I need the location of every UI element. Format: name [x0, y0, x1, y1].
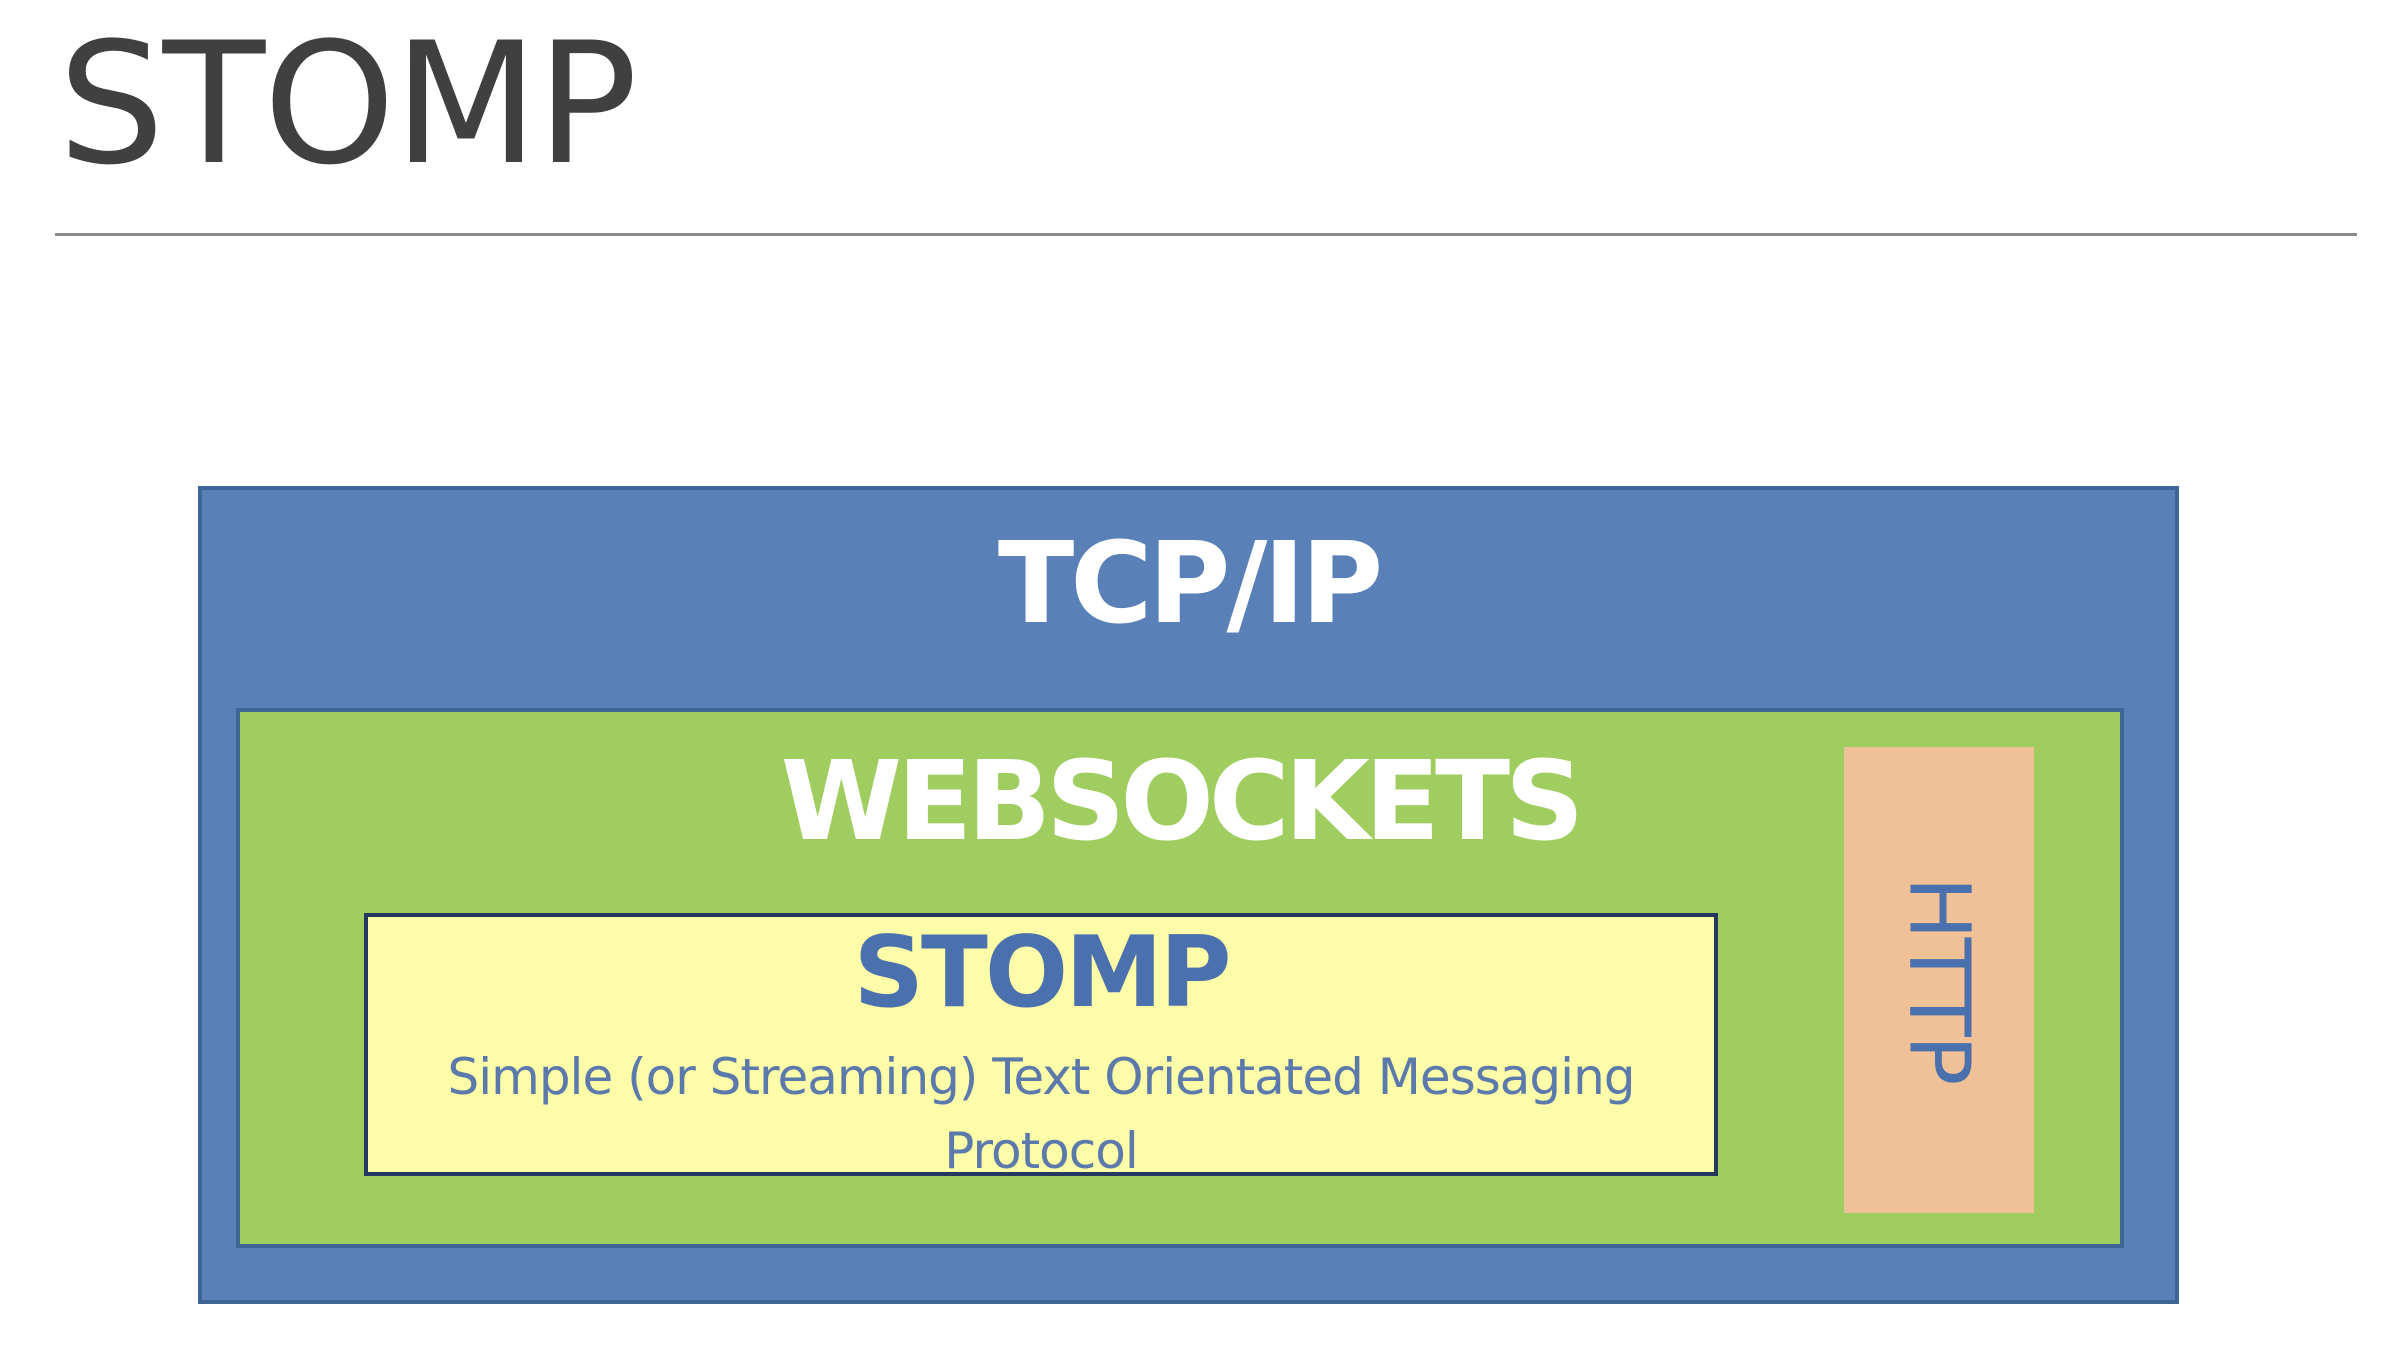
websockets-label: WEBSOCKETS	[780, 737, 1584, 865]
http-layer	[1844, 747, 2034, 1213]
tcp-ip-label: TCP/IP	[997, 519, 1383, 649]
stomp-description: Simple (or Streaming) Text Orientated Me…	[447, 1048, 1635, 1180]
stomp-layer	[364, 913, 1718, 1176]
http-label-container: HTTP	[1844, 747, 2034, 1213]
stomp-label: STOMP	[853, 916, 1231, 1030]
title-divider	[55, 233, 2357, 236]
slide-title: STOMP	[58, 6, 638, 202]
http-label: HTTP	[1890, 876, 1988, 1084]
